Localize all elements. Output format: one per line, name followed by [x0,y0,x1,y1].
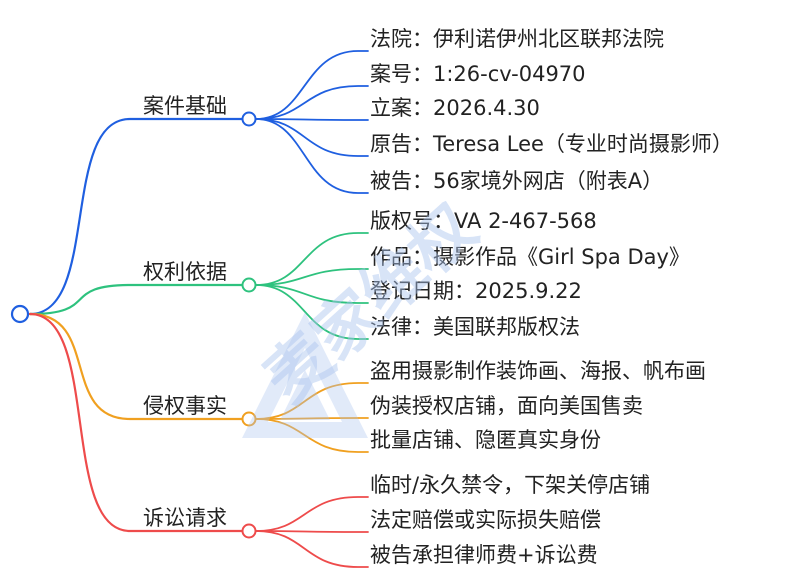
leaf-label-b1-0: 版权号：VA 2-467-568 [370,209,597,233]
leaf-connector-b3-0 [255,496,369,532]
leaf-connector-b1-1 [255,268,369,286]
leaf-label-b0-2: 立案：2026.4.30 [370,96,540,120]
branch-label-b1: 权利依据 [143,260,227,284]
leaf-connector-b0-2 [255,118,369,121]
leaf-label-b1-1: 作品：摄影作品《Girl Spa Day》 [370,245,690,269]
leaf-connector-b1-3 [255,284,369,340]
leaf-connector-b1-0 [255,232,369,286]
branch-label-b0: 案件基础 [143,94,227,118]
leaf-connector-b1-2 [255,284,369,304]
branch-node-b2[interactable] [241,411,257,427]
leaf-connector-b0-0 [255,50,369,120]
leaf-connector-b2-0 [255,382,369,420]
leaf-label-b0-0: 法院：伊利诺伊州北区联邦法院 [370,27,664,51]
leaf-connector-b3-2 [255,530,369,568]
leaf-connector-b3-1 [255,530,369,533]
leaf-label-b0-1: 案号：1:26-cv-04970 [370,62,586,86]
leaf-label-b0-4: 被告：56家境外网店（附表A） [370,169,664,193]
branch-connector-b1 [28,283,244,316]
branch-connector-b0 [28,117,244,316]
leaf-label-b1-2: 登记日期：2025.9.22 [370,279,582,303]
leaf-label-b3-1: 法定赔偿或实际损失赔偿 [370,508,601,532]
root-node[interactable] [10,304,30,324]
branch-node-b0[interactable] [241,111,257,127]
leaf-label-b2-2: 批量店铺、隐匿真实身份 [370,428,601,452]
branch-connector-b2 [28,312,244,421]
leaf-connector-b0-3 [255,118,369,157]
leaf-label-b3-0: 临时/永久禁令，下架关停店铺 [370,473,651,497]
leaf-connector-b2-2 [255,418,369,453]
leaf-label-b2-1: 伪装授权店铺，面向美国售卖 [370,394,643,418]
leaf-connector-b0-1 [255,85,369,120]
branch-label-b2: 侵权事实 [143,394,227,418]
leaf-label-b0-3: 原告：Teresa Lee（专业时尚摄影师） [370,132,733,156]
branch-node-b1[interactable] [241,277,257,293]
leaf-connector-b0-4 [255,118,369,194]
leaf-label-b2-0: 盗用摄影制作装饰画、海报、帆布画 [370,359,706,383]
branch-connector-b3 [28,312,244,533]
leaf-label-b1-3: 法律：美国联邦版权法 [370,315,580,339]
leaf-label-b3-2: 被告承担律师费+诉讼费 [370,543,598,567]
branch-node-b3[interactable] [241,523,257,539]
leaf-connector-b2-1 [255,417,369,420]
branch-label-b3: 诉讼请求 [143,506,227,530]
